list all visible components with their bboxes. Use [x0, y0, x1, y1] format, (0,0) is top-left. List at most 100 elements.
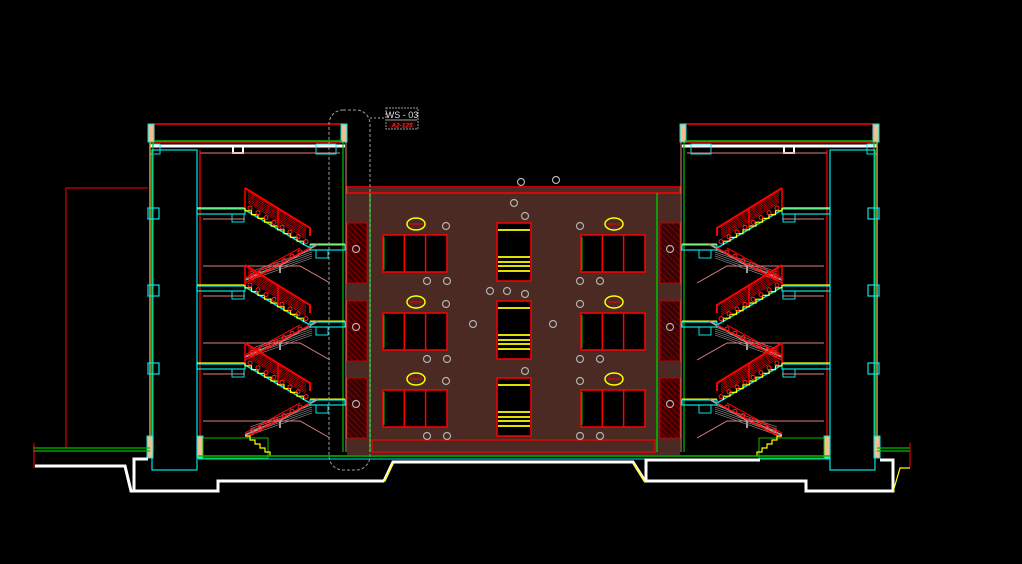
- hatch-line: [346, 354, 354, 362]
- rail-infill: [247, 270, 307, 307]
- return-flight-stringer: [244, 402, 301, 434]
- hatch-line: [346, 407, 368, 429]
- tag-bubble-icon: [575, 354, 585, 364]
- baluster-anchor: [297, 404, 303, 410]
- baluster-anchor: [247, 205, 253, 211]
- hatch-line: [352, 300, 368, 316]
- hatch-line: [346, 395, 368, 417]
- baluster-anchor: [257, 426, 263, 431]
- baluster-anchor: [724, 249, 730, 255]
- tag-bubble-icon: [509, 198, 519, 208]
- light-fixture-icon: [406, 217, 426, 231]
- hatch-line: [364, 222, 368, 226]
- landing-beam: [698, 249, 712, 259]
- hatch-line: [665, 300, 681, 316]
- rail-infill: [247, 351, 307, 389]
- baluster-anchor: [303, 394, 309, 400]
- return-rail-infill: [714, 253, 778, 277]
- hatch-line: [346, 312, 368, 334]
- hatch-line: [346, 330, 368, 352]
- central-roof-band: [346, 186, 681, 194]
- hatch-line: [352, 222, 368, 238]
- floor-slab: [781, 208, 831, 215]
- baluster-anchor: [772, 430, 778, 436]
- window: [580, 312, 646, 351]
- section-tag-box: [385, 107, 419, 130]
- slab-beam: [782, 213, 796, 223]
- baluster-anchor: [263, 215, 269, 221]
- right-stair-tower: [679, 123, 881, 471]
- hatch-line: [659, 246, 681, 268]
- soffit-line: [696, 265, 824, 284]
- hatch-line: [659, 407, 681, 429]
- section-tag[interactable]: WS - 03 A2-125: [385, 107, 419, 130]
- hatch-line: [358, 377, 368, 387]
- baluster-anchor: [766, 287, 772, 293]
- rail-infill: [247, 275, 307, 313]
- baluster-anchor: [297, 249, 303, 255]
- hatch-line: [659, 395, 681, 417]
- column-marker: [147, 207, 160, 220]
- tag-bubble-icon: [442, 354, 452, 364]
- hatch-line: [659, 336, 681, 358]
- hatch-line: [671, 222, 681, 232]
- baluster-anchor: [247, 282, 253, 288]
- hatch-line: [665, 222, 681, 238]
- tag-bubble-icon: [665, 399, 675, 409]
- rail-infill: [247, 202, 307, 239]
- tag-bubble-icon: [595, 276, 605, 286]
- central-block: [346, 175, 681, 455]
- baluster-anchor: [271, 219, 277, 225]
- tag-bubble-icon: [575, 376, 585, 386]
- return-rail-infill: [714, 330, 778, 354]
- hatch-line: [659, 222, 681, 244]
- baluster-anchor: [758, 215, 764, 221]
- return-rail-infill: [249, 412, 313, 436]
- slab-beam: [231, 368, 245, 378]
- landing-beam: [315, 326, 329, 336]
- baluster-anchor: [734, 229, 740, 235]
- hatch-line: [659, 264, 679, 284]
- tag-bubble-icon: [422, 276, 432, 286]
- tag-bubble-icon: [441, 299, 451, 309]
- rail-infill: [247, 193, 307, 230]
- baluster-anchor: [748, 339, 754, 345]
- baluster-anchor: [756, 343, 762, 349]
- hatch-line: [659, 324, 681, 346]
- baluster-anchor: [303, 239, 309, 245]
- baluster-anchor: [263, 370, 269, 376]
- baluster-anchor: [734, 306, 740, 312]
- hatch-line: [659, 401, 681, 423]
- hatch-line: [659, 276, 667, 284]
- baluster-anchor: [724, 326, 730, 332]
- rail-infill: [720, 348, 780, 385]
- rail-infill: [247, 355, 307, 393]
- hatch-line: [659, 228, 681, 250]
- rail-infill: [247, 266, 307, 304]
- rail-infill: [720, 273, 780, 311]
- hatch-line: [659, 270, 673, 284]
- soffit-line: [203, 342, 331, 361]
- hatch-line: [346, 234, 368, 256]
- hatch-line: [346, 389, 368, 411]
- baluster-anchor: [748, 417, 754, 423]
- baluster-anchor: [750, 219, 756, 225]
- window: [382, 234, 448, 273]
- rail-infill: [720, 266, 780, 304]
- baluster-anchor: [732, 253, 738, 259]
- baluster-anchor: [742, 379, 748, 385]
- hatch-line: [346, 431, 354, 439]
- baluster-anchor: [297, 326, 303, 332]
- hatch-line: [659, 330, 681, 352]
- baluster-anchor: [273, 262, 279, 268]
- light-fixture-icon: [604, 295, 624, 309]
- baluster-anchor: [774, 205, 780, 211]
- baluster-anchor: [281, 258, 287, 264]
- light-fixture-icon: [604, 217, 624, 231]
- slab-beam: [231, 290, 245, 300]
- hatch-line: [659, 258, 681, 280]
- light-fixture-icon: [406, 372, 426, 386]
- hatch-line: [659, 306, 681, 328]
- tag-bubble-icon: [575, 299, 585, 309]
- hatch-line: [346, 413, 368, 435]
